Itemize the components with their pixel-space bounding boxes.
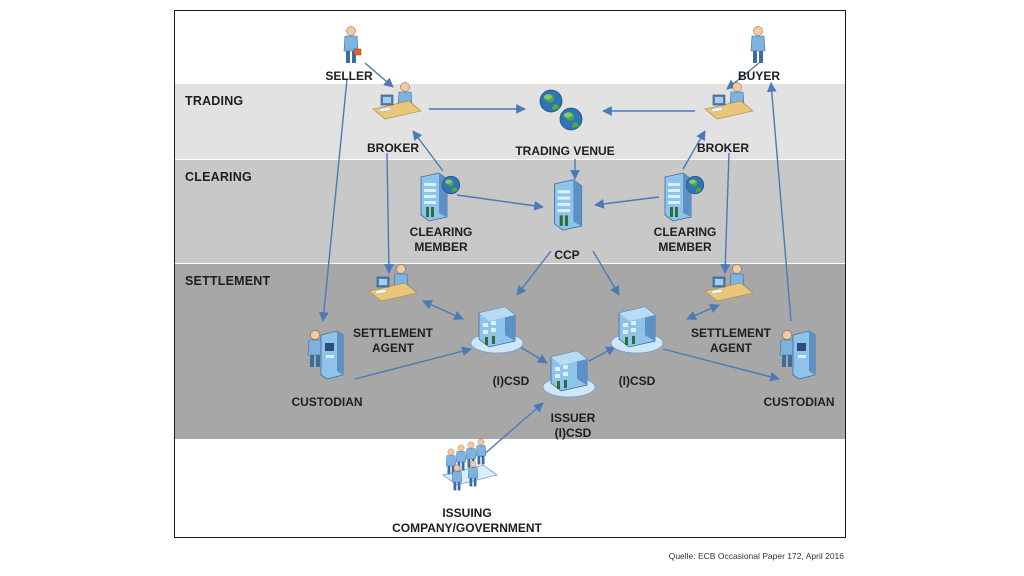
issuer-icsd-line2: (I)CSD — [554, 426, 592, 440]
clearing-member-left-label: CLEARING MEMBER — [410, 225, 473, 255]
issuing-company-label: ISSUING COMPANY/GOVERNMENT — [392, 506, 542, 536]
arrow-seller-to-broker — [364, 62, 394, 88]
settlement-agent-right-line1: SETTLEMENT — [691, 326, 771, 340]
arrow-ccp-to-icsd-left — [516, 250, 552, 296]
clearing-member-right-icon — [664, 172, 705, 222]
settlement-agent-left-icon — [368, 264, 418, 302]
clearing-member-left-line1: CLEARING — [409, 225, 473, 239]
buyer-label: BUYER — [737, 69, 781, 83]
broker-left-label: BROKER — [366, 141, 420, 155]
settlement-agent-left-line2: AGENT — [372, 341, 414, 355]
trading-venue-globe-icon — [539, 89, 583, 131]
settlement-layer-label: SETTLEMENT — [185, 274, 271, 288]
icsd-right-label: (I)CSD — [618, 374, 656, 388]
issuing-company-meeting-icon — [442, 438, 498, 491]
arrow-custodian-to-buyer — [766, 82, 792, 322]
arrow-clearing-member-to-broker-right — [682, 130, 706, 170]
broker-left-icon — [372, 82, 422, 120]
seller-label: SELLER — [325, 69, 373, 83]
arrow-broker-to-settlement-agent — [383, 152, 394, 274]
clearing-member-left-line2: MEMBER — [414, 240, 468, 254]
arrow-icsd-right-to-custodian — [662, 348, 780, 382]
issuer-icsd-label: ISSUER (I)CSD — [551, 411, 596, 441]
flow-arrows — [318, 62, 792, 458]
arrow-issuing-company-to-issuer — [480, 402, 544, 458]
arrow-settlement-agent-icsd-right — [686, 304, 720, 320]
arrow-broker-to-settlement-agent-right — [720, 152, 731, 274]
settlement-agent-left-label: SETTLEMENT AGENT — [353, 326, 433, 356]
settlement-agent-right-icon — [704, 264, 754, 302]
ccp-label: CCP — [554, 248, 580, 262]
clearing-member-right-line1: CLEARING — [653, 225, 717, 239]
trading-venue-label: TRADING VENUE — [515, 144, 615, 158]
custodian-left-label: CUSTODIAN — [291, 395, 363, 409]
arrow-settlement-agent-icsd-left — [422, 300, 464, 320]
arrow-issuer-to-icsd-right — [588, 346, 616, 362]
broker-right-label: BROKER — [696, 141, 750, 155]
arrow-buyer-to-broker — [726, 62, 760, 90]
buyer-person-icon — [750, 26, 766, 64]
clearing-layer: CLEARING — [175, 159, 845, 263]
icsd-left-building-icon — [470, 306, 524, 354]
custodian-left-icon — [307, 330, 344, 380]
trading-layer-label: TRADING — [185, 94, 244, 108]
clearing-layer-label: CLEARING — [185, 170, 252, 184]
arrow-icsd-left-to-issuer — [516, 344, 548, 364]
market-infrastructure-diagram: TRADING CLEARING SETTLEMENT — [174, 10, 846, 538]
clearing-member-right-line2: MEMBER — [658, 240, 712, 254]
source-citation: Quelle: ECB Occasional Paper 172, April … — [668, 551, 844, 561]
issuing-company-line2: COMPANY/GOVERNMENT — [392, 521, 542, 535]
arrow-seller-to-custodian — [318, 78, 348, 322]
clearing-member-left-icon — [420, 172, 461, 222]
custodian-right-icon — [779, 330, 816, 380]
icsd-right-building-icon — [610, 306, 664, 354]
issuer-icsd-line1: ISSUER — [550, 411, 596, 425]
issuer-icsd-building-icon — [542, 350, 596, 398]
clearing-member-right-label: CLEARING MEMBER — [654, 225, 717, 255]
arrow-clearing-member-to-broker — [412, 130, 444, 172]
arrow-custodian-to-icsd-left — [354, 346, 472, 380]
arrow-clearing-member-to-ccp-right — [594, 196, 660, 209]
settlement-agent-right-label: SETTLEMENT AGENT — [691, 326, 771, 356]
issuing-company-line1: ISSUING — [442, 506, 492, 520]
seller-person-icon — [343, 26, 362, 64]
ccp-building-icon — [553, 179, 583, 231]
arrow-clearing-member-to-ccp — [456, 194, 544, 211]
arrow-ccp-to-icsd-right — [592, 250, 620, 296]
diagram-graphics — [307, 26, 816, 491]
custodian-right-label: CUSTODIAN — [763, 395, 835, 409]
icsd-left-label: (I)CSD — [492, 374, 530, 388]
settlement-agent-left-line1: SETTLEMENT — [353, 326, 433, 340]
settlement-agent-right-line2: AGENT — [710, 341, 752, 355]
